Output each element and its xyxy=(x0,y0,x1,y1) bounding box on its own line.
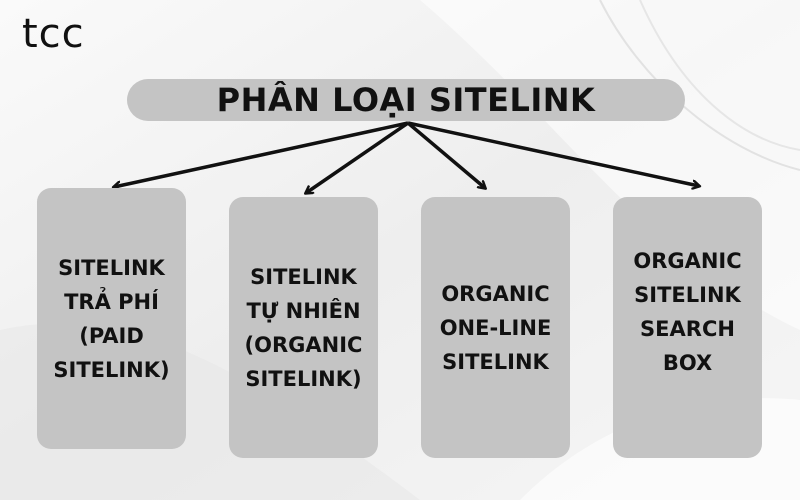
category-box-search-box: ORGANIC SITELINK SEARCH BOX xyxy=(613,197,762,458)
tcc-logo: tcc xyxy=(22,11,85,57)
category-label: ORGANIC SITELINK SEARCH BOX xyxy=(633,248,742,375)
category-box-paid-sitelink: SITELINK TRẢ PHÍ (PAID SITELINK) xyxy=(37,188,186,449)
category-label: SITELINK TRẢ PHÍ (PAID SITELINK) xyxy=(53,255,170,382)
category-label: SITELINK TỰ NHIÊN (ORGANIC SITELINK) xyxy=(244,264,363,391)
category-label: ORGANIC ONE-LINE SITELINK xyxy=(439,281,552,374)
category-box-one-line-sitelink: ORGANIC ONE-LINE SITELINK xyxy=(421,197,570,458)
category-box-organic-sitelink: SITELINK TỰ NHIÊN (ORGANIC SITELINK) xyxy=(229,197,378,458)
diagram-title: PHÂN LOẠI SITELINK xyxy=(216,81,596,119)
diagram-title-pill: PHÂN LOẠI SITELINK xyxy=(127,79,685,121)
